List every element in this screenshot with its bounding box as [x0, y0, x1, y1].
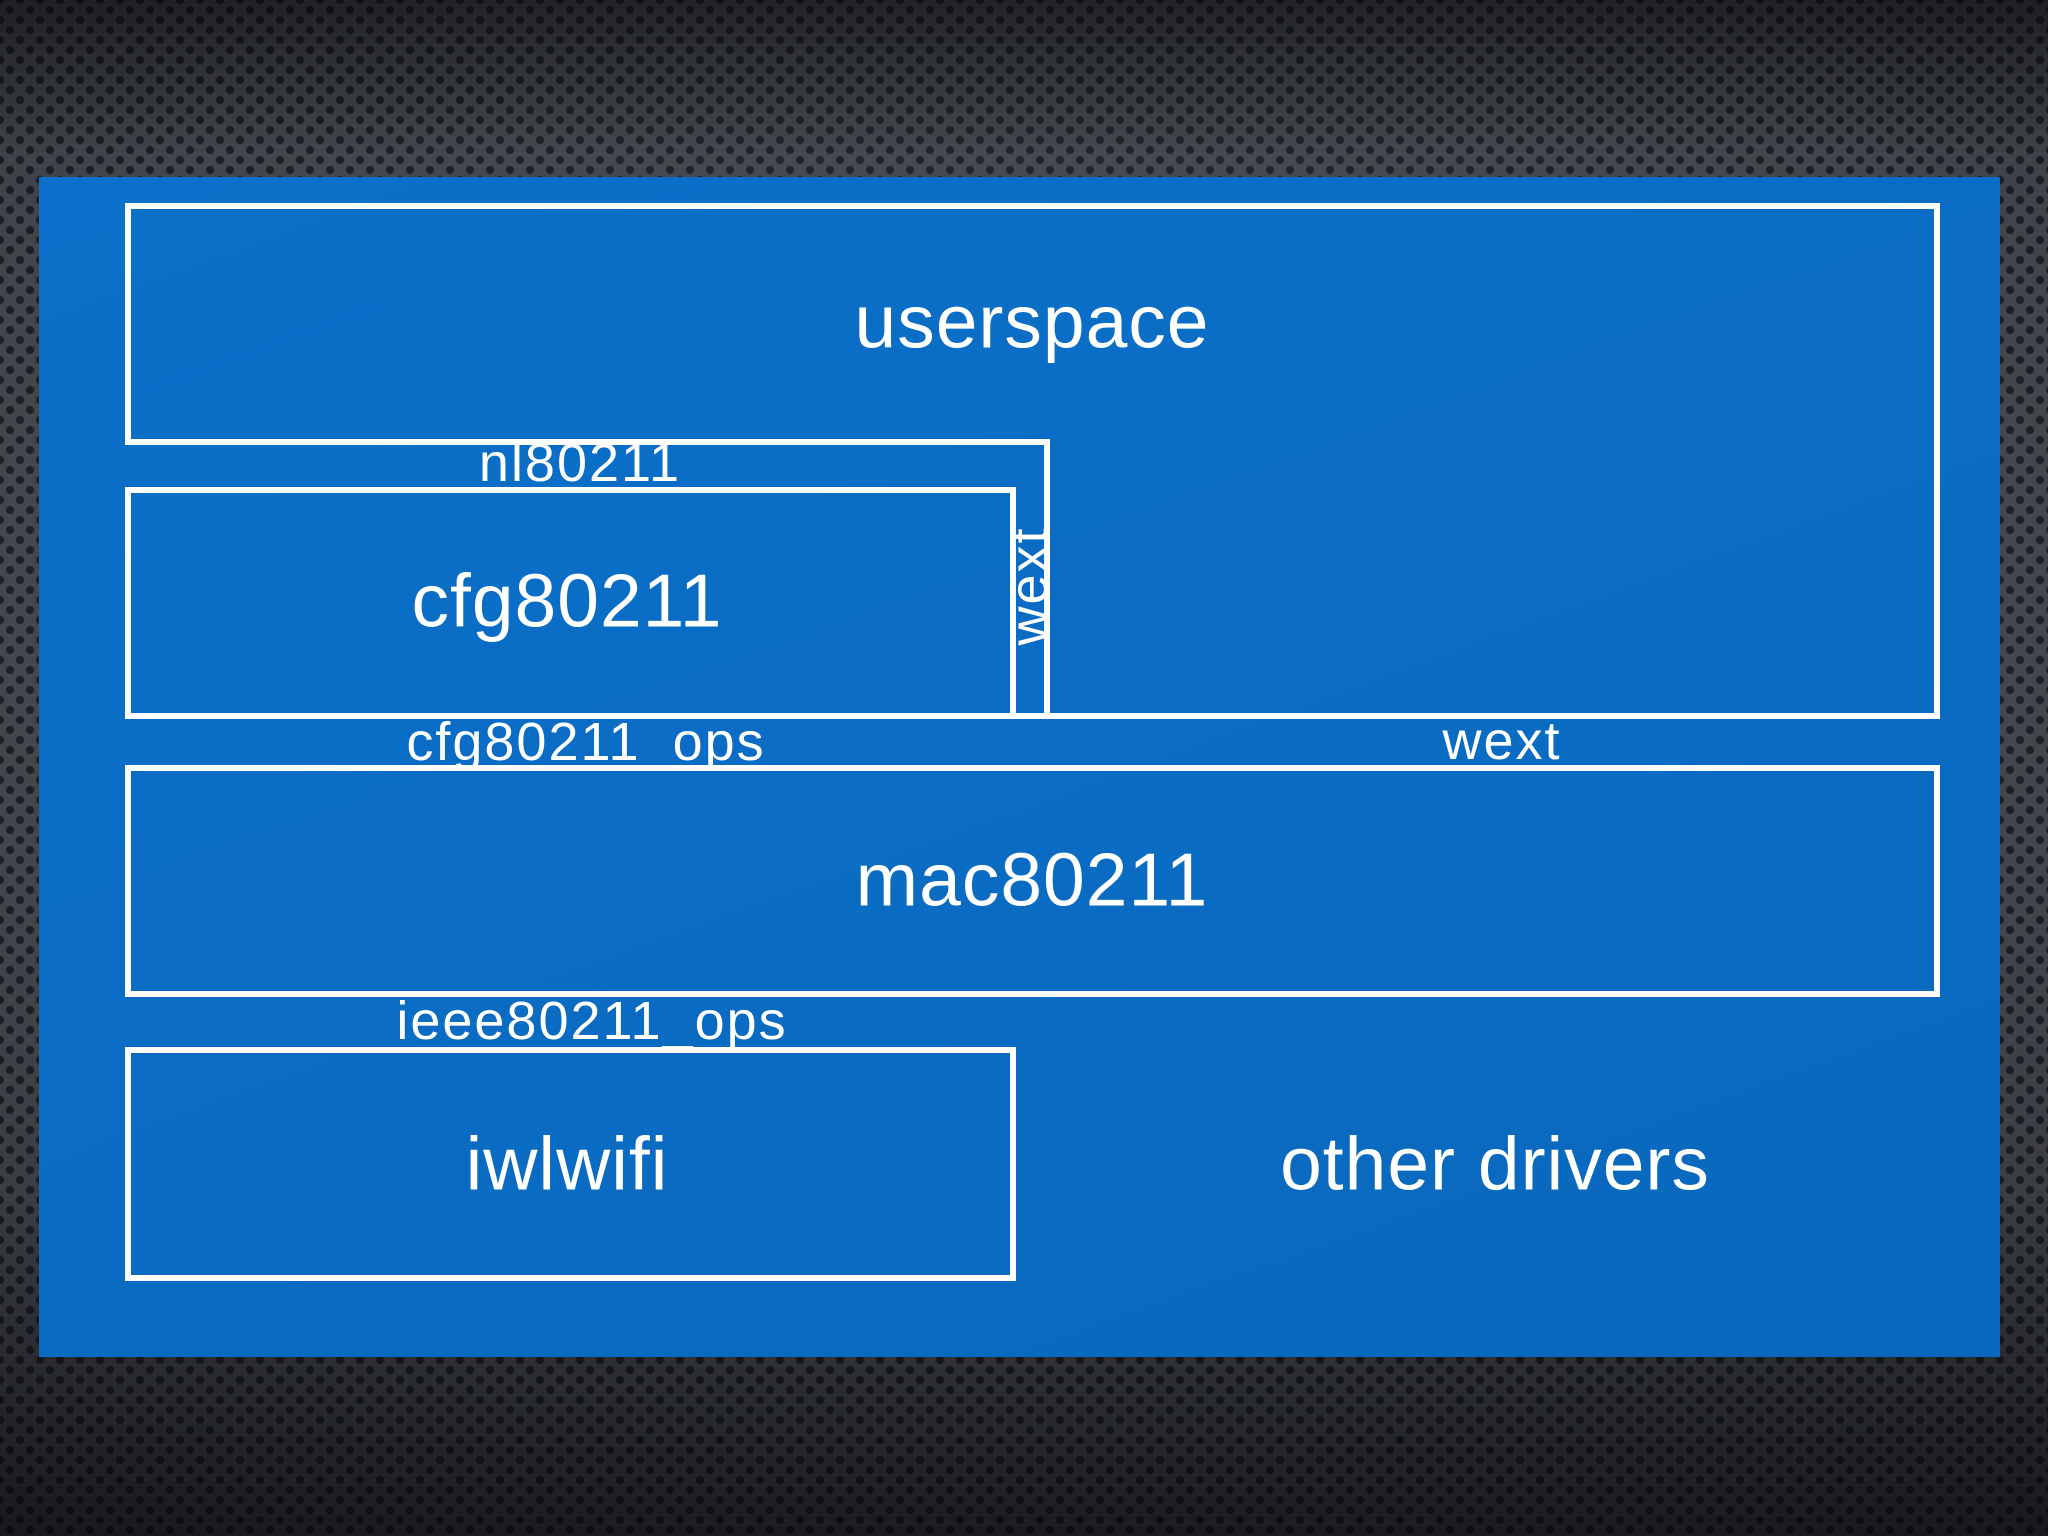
cfg80211-ops-label: cfg80211_ops	[406, 712, 766, 772]
cfg80211-and-userspace-bottom-border	[125, 713, 1940, 719]
other-drivers-label: other drivers	[1280, 1121, 1710, 1206]
iwlwifi-box-border-left	[125, 1047, 131, 1281]
iwlwifi-box-border-top	[125, 1047, 1016, 1053]
wext-vertical-label: wext	[999, 526, 1059, 646]
mac80211-box-border-bottom	[125, 991, 1940, 997]
iwlwifi-box-label: iwlwifi	[465, 1121, 669, 1206]
cfg80211-box-label: cfg80211	[411, 558, 723, 643]
ieee80211-ops-label: ieee80211_ops	[396, 991, 788, 1051]
mac80211-box-label: mac80211	[855, 837, 1209, 922]
cfg80211-box-border-right	[1010, 487, 1016, 719]
iwlwifi-box-border-bottom	[125, 1275, 1016, 1281]
userspace-box-label: userspace	[854, 279, 1210, 364]
nl80211-label: nl80211	[478, 433, 682, 493]
mac80211-box-border-right	[1934, 765, 1940, 997]
wext-label: wext	[1442, 711, 1562, 771]
mac80211-box-border-top	[125, 765, 1940, 771]
userspace-descender-border-left	[1044, 439, 1050, 719]
userspace-box-border-right	[1934, 203, 1940, 719]
mac80211-box-border-left	[125, 765, 131, 997]
cfg80211-box-border-top	[125, 487, 1016, 493]
iwlwifi-box-border-right	[1010, 1047, 1016, 1281]
userspace-box-border-bottom-left	[125, 439, 1050, 445]
cfg80211-box-border-left	[125, 487, 131, 719]
userspace-box-border-top	[125, 203, 1940, 209]
userspace-box-border-left	[125, 203, 131, 445]
